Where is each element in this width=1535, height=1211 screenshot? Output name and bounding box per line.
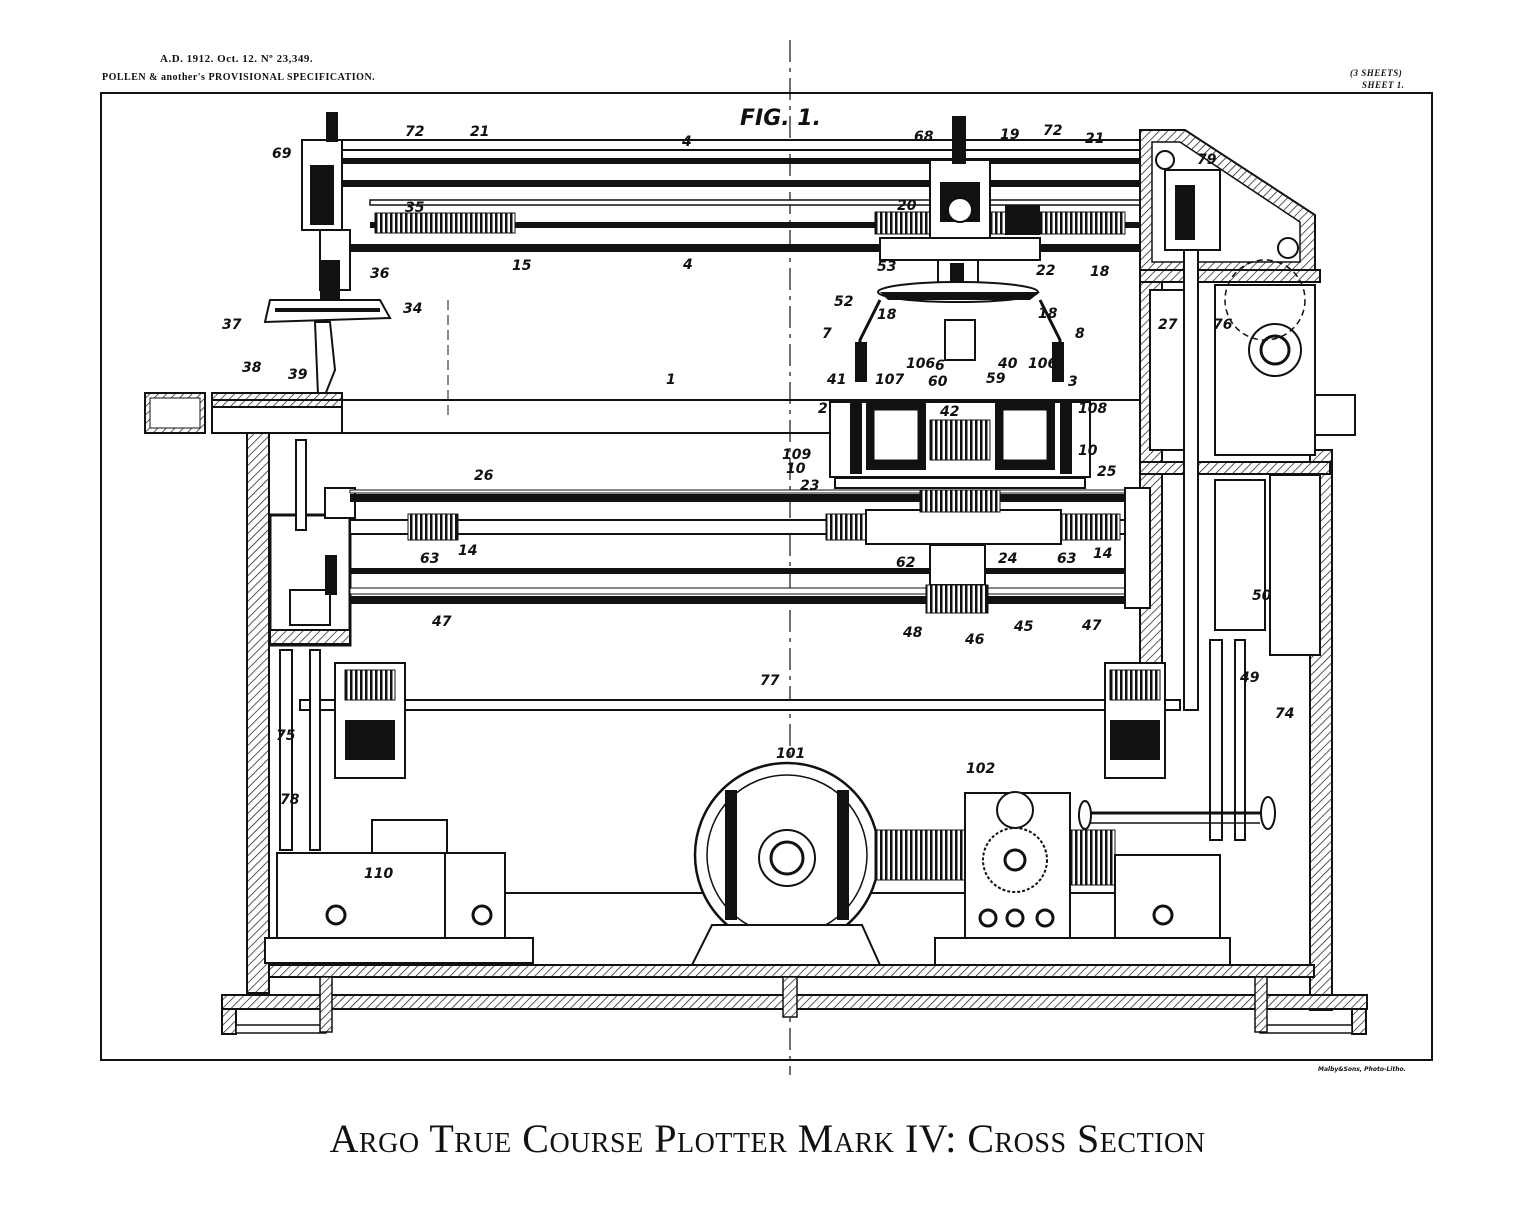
- callout-label-21: 21: [470, 124, 489, 140]
- callout-label-109: 109: [782, 447, 811, 463]
- callout-label-23: 23: [800, 478, 819, 494]
- callout-label-4: 4: [681, 134, 692, 150]
- callout-label-79: 79: [1197, 152, 1217, 168]
- callout-label-52: 52: [834, 294, 853, 310]
- callout-label-1: 1: [666, 372, 676, 388]
- callout-label-3: 3: [1068, 374, 1078, 390]
- central-mechanism: [829, 299, 1091, 489]
- callout-label-59: 59: [986, 371, 1006, 387]
- callout-label-49: 49: [1239, 670, 1260, 686]
- callout-label-41: 41: [826, 372, 846, 388]
- sheet-count: (3 SHEETS): [1350, 68, 1403, 78]
- callout-label-39: 39: [288, 367, 308, 383]
- specification-title: POLLEN & another's PROVISIONAL SPECIFICA…: [102, 72, 376, 83]
- callout-label-68: 68: [914, 129, 934, 145]
- callout-label-101: 101: [776, 746, 805, 762]
- caption: Argo True Course Plotter Mark IV: Cross …: [329, 1116, 1206, 1161]
- callout-label-47: 47: [1081, 618, 1102, 634]
- callout-label-4: 4: [682, 257, 693, 273]
- callout-label-40: 40: [997, 356, 1018, 372]
- callout-label-102: 102: [966, 761, 995, 777]
- left-bracket: [268, 439, 356, 647]
- callout-label-106: 106: [906, 356, 935, 372]
- printer-credit: Malby&Sons, Photo-Litho.: [1318, 1066, 1406, 1073]
- callout-label-19: 19: [1000, 127, 1020, 143]
- callout-label-24: 24: [998, 551, 1017, 567]
- lower-machinery: [264, 761, 1276, 966]
- callout-label-8: 8: [1075, 326, 1085, 342]
- callout-label-77: 77: [760, 673, 780, 689]
- callout-label-18: 18: [1038, 306, 1058, 322]
- callout-label-47: 47: [431, 614, 452, 630]
- callout-label-34: 34: [403, 301, 422, 317]
- main-shaft: [144, 392, 1356, 436]
- callout-label-6: 6: [935, 358, 945, 374]
- callout-label-60: 60: [928, 374, 948, 390]
- callout-label-45: 45: [1013, 619, 1034, 635]
- callout-label-15: 15: [512, 258, 532, 274]
- callout-label-48: 48: [902, 625, 923, 641]
- callout-label-38: 38: [242, 360, 262, 376]
- callout-label-72: 72: [1043, 123, 1062, 139]
- callout-label-36: 36: [370, 266, 390, 282]
- callout-label-46: 46: [964, 632, 985, 648]
- callout-label-26: 26: [474, 468, 494, 484]
- main-frame: [221, 249, 1368, 1035]
- horizontal-shafts: [349, 487, 1151, 614]
- callout-label-69: 69: [272, 146, 292, 162]
- top-gantry: [301, 112, 1316, 303]
- callout-label-76: 76: [1213, 317, 1233, 333]
- callout-label-10: 10: [1078, 443, 1098, 459]
- callout-label-2: 2: [818, 401, 828, 417]
- callout-label-25: 25: [1097, 464, 1117, 480]
- callout-label-20: 20: [897, 198, 917, 214]
- callout-label-14: 14: [1093, 546, 1112, 562]
- callout-label-74: 74: [1275, 706, 1294, 722]
- callout-label-10: 10: [786, 461, 806, 477]
- callout-label-72: 72: [405, 124, 424, 140]
- callout-label-21: 21: [1085, 131, 1104, 147]
- left-pen-assembly: [263, 260, 392, 396]
- callout-label-63: 63: [420, 551, 439, 567]
- callout-label-18: 18: [1090, 264, 1110, 280]
- callout-label-110: 110: [364, 866, 393, 882]
- callout-label-78: 78: [280, 792, 300, 808]
- callout-label-50: 50: [1252, 588, 1272, 604]
- callout-label-35: 35: [405, 200, 425, 216]
- callout-label-18: 18: [877, 307, 897, 323]
- patent-reference: A.D. 1912. Oct. 12. Nº 23,349.: [160, 53, 314, 65]
- callout-label-108: 108: [1078, 401, 1107, 417]
- figure-title: FIG. 1.: [740, 106, 821, 131]
- sheet-number: SHEET 1.: [1362, 80, 1405, 90]
- callout-label-106: 106: [1028, 356, 1057, 372]
- callout-label-27: 27: [1158, 317, 1178, 333]
- callout-label-7: 7: [822, 326, 832, 342]
- callout-label-37: 37: [222, 317, 242, 333]
- callout-label-53: 53: [877, 259, 896, 275]
- callout-label-107: 107: [875, 372, 904, 388]
- callout-label-42: 42: [939, 404, 959, 420]
- callout-label-14: 14: [458, 543, 477, 559]
- drawing-frame: [100, 92, 1433, 1061]
- pulley-shaft: [279, 639, 1246, 851]
- callout-label-22: 22: [1036, 263, 1055, 279]
- callout-label-75: 75: [276, 728, 296, 744]
- callout-label-63: 63: [1057, 551, 1076, 567]
- callout-label-62: 62: [896, 555, 915, 571]
